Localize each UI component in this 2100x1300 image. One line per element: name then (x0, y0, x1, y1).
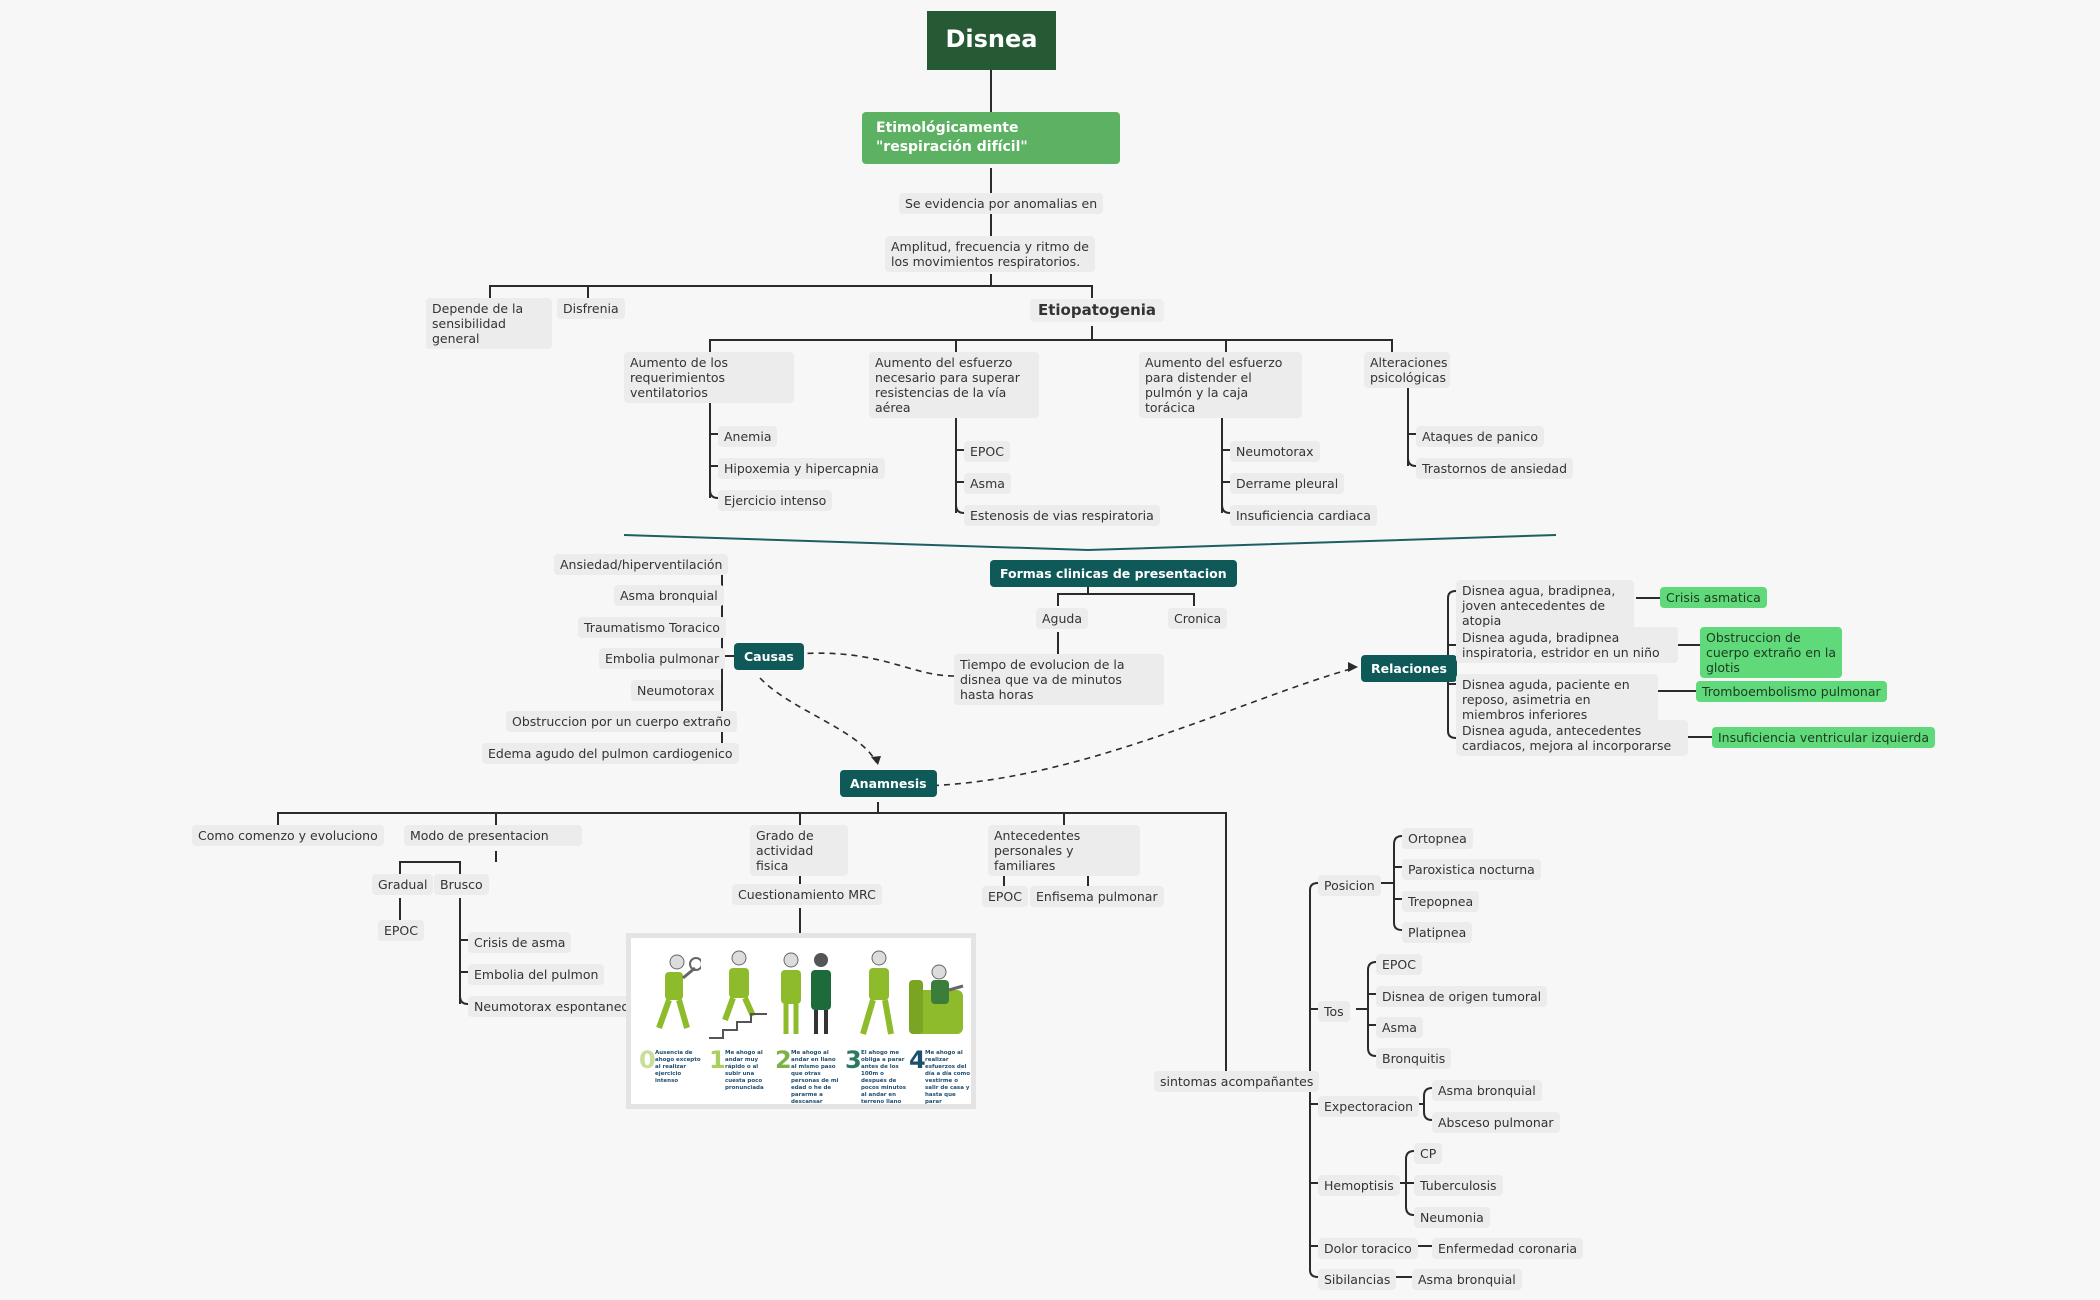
evidencia-node: Se evidencia por anomalias en (899, 193, 1104, 214)
figure-icon (860, 950, 894, 1035)
sintoma-subitem: Asma (1376, 1017, 1423, 1038)
sintoma-subitem: Tuberculosis (1414, 1175, 1503, 1196)
sintoma-subitem: Trepopnea (1402, 891, 1480, 912)
modo-gradual: Gradual (372, 874, 434, 895)
anamnesis-comienzo: Como comenzo y evoluciono (192, 825, 384, 846)
amplitud-node: Amplitud, frecuencia y ritmo de los movi… (885, 236, 1095, 272)
causa-item: Obstruccion por un cuerpo extraño (506, 711, 737, 732)
sintoma-dolor: Dolor toracico (1318, 1238, 1418, 1259)
anamnesis-modo: Modo de presentacion (404, 825, 582, 846)
sintoma-subitem: Neumonia (1414, 1207, 1490, 1228)
anamnesis-sintomas: sintomas acompañantes (1154, 1071, 1320, 1092)
sintoma-subitem: CP (1414, 1143, 1443, 1164)
etiopatogenia-group-3: Aumento del esfuerzo para distender el p… (1139, 352, 1302, 418)
sintoma-sibilancias: Sibilancias (1318, 1269, 1397, 1290)
depende-node: Depende de la sensibilidad general (426, 298, 552, 349)
sintoma-subitem: Disnea de origen tumoral (1376, 986, 1548, 1007)
sintoma-subitem: Platipnea (1402, 922, 1473, 943)
etio-item: Ejercicio intenso (718, 490, 833, 511)
anamnesis-grado: Grado de actividad fisica (750, 825, 848, 876)
mrc-level-3: 3 El ahogo me obliga a parar antes de lo… (845, 1046, 907, 1105)
etio-item: Trastornos de ansiedad (1416, 458, 1574, 479)
causas-node: Causas (734, 643, 804, 670)
figure-icon (781, 952, 831, 1034)
mrc-scale-image: 0 Ausencia de ahogo excepto al realizar … (626, 933, 976, 1109)
causa-item: Traumatismo Toracico (578, 617, 726, 638)
sintoma-hemoptisis: Hemoptisis (1318, 1175, 1400, 1196)
figure-icon (909, 964, 964, 1034)
sintoma-subitem: Enfermedad coronaria (1432, 1238, 1584, 1259)
etio-item: EPOC (964, 441, 1011, 462)
sintoma-subitem: Asma bronquial (1412, 1269, 1522, 1290)
mrc-level-4: 4 Me ahogo al realizar esfuerzos del día… (909, 1046, 971, 1105)
figure-icon (656, 954, 701, 1030)
etiopatogenia-group-1: Aumento de los requerimientos ventilator… (624, 352, 794, 403)
etio-item: Neumotorax (1230, 441, 1320, 462)
sintoma-subitem: Absceso pulmonar (1432, 1112, 1560, 1133)
causa-item: Ansiedad/hiperventilación (554, 554, 729, 575)
gradual-epoc: EPOC (378, 920, 425, 941)
anamnesis-node: Anamnesis (840, 770, 937, 797)
mrc-level-0: 0 Ausencia de ahogo excepto al realizar … (639, 1046, 701, 1084)
figure-icon (709, 950, 767, 1039)
etiopatogenia-group-4: Alteraciones psicológicas (1364, 352, 1450, 388)
root-node: Disnea (927, 11, 1056, 70)
relacion-result: Obstruccion de cuerpo extraño en la glot… (1700, 627, 1842, 678)
etiopatogenia-group-2: Aumento del esfuerzo necesario para supe… (869, 352, 1039, 418)
relacion-result: Crisis asmatica (1660, 587, 1767, 608)
sintoma-subitem: Paroxistica nocturna (1402, 859, 1541, 880)
disfrenia-node: Disfrenia (557, 298, 625, 319)
sintoma-subitem: Asma bronquial (1432, 1080, 1542, 1101)
etio-item: Estenosis de vias respiratoria (964, 505, 1160, 526)
mrc-level-2: 2 Me ahogo al andar en llano al mismo pa… (775, 1046, 839, 1105)
formas-node: Formas clinicas de presentacion (990, 560, 1237, 587)
sintoma-tos: Tos (1318, 1001, 1350, 1022)
etio-item: Derrame pleural (1230, 473, 1345, 494)
relaciones-node: Relaciones (1361, 655, 1457, 682)
etio-item: Insuficiencia cardiaca (1230, 505, 1377, 526)
forma-tiempo: Tiempo de evolucion de la disnea que va … (954, 654, 1164, 705)
etio-item: Hipoxemia y hipercapnia (718, 458, 885, 479)
relacion-result: Insuficiencia ventricular izquierda (1712, 727, 1935, 748)
etiopatogenia-node: Etiopatogenia (1030, 299, 1165, 322)
brusco-item: Crisis de asma (468, 932, 572, 953)
relacion-item: Disnea aguda, paciente en reposo, asimet… (1456, 674, 1658, 725)
forma-aguda: Aguda (1036, 608, 1089, 629)
etio-item: Ataques de panico (1416, 426, 1545, 447)
causa-item: Edema agudo del pulmon cardiogenico (482, 743, 739, 764)
forma-cronica: Cronica (1168, 608, 1228, 629)
sintoma-expectoracion: Expectoracion (1318, 1096, 1420, 1117)
sintoma-posicion: Posicion (1318, 875, 1381, 896)
sintoma-subitem: EPOC (1376, 954, 1423, 975)
sintoma-subitem: Bronquitis (1376, 1048, 1452, 1069)
brusco-item: Embolia del pulmon (468, 964, 605, 985)
relacion-result: Tromboembolismo pulmonar (1696, 681, 1887, 702)
causa-item: Neumotorax (631, 680, 721, 701)
causa-item: Asma bronquial (614, 585, 724, 606)
etio-item: Anemia (718, 426, 778, 447)
etio-item: Asma (964, 473, 1011, 494)
relacion-item: Disnea aguda, bradipnea inspiratoria, es… (1456, 627, 1678, 663)
modo-brusco: Brusco (434, 874, 489, 895)
relacion-item: Disnea aguda, antecedentes cardiacos, me… (1456, 720, 1688, 756)
relacion-item: Disnea agua, bradipnea, joven antecedent… (1456, 580, 1634, 631)
cuestionamiento-mrc: Cuestionamiento MRC (732, 884, 882, 905)
sintoma-subitem: Ortopnea (1402, 828, 1473, 849)
brusco-item: Neumotorax espontaneo (468, 996, 636, 1017)
etimologia-node: Etimológicamente "respiración difícil" (862, 112, 1120, 164)
antecedente-item: EPOC (982, 886, 1029, 907)
antecedente-item: Enfisema pulmonar (1030, 886, 1164, 907)
mrc-level-1: 1 Me ahogo al andar muy rápido o al subi… (709, 1046, 764, 1091)
anamnesis-antecedentes: Antecedentes personales y familiares (988, 825, 1140, 876)
causa-item: Embolia pulmonar (599, 648, 726, 669)
